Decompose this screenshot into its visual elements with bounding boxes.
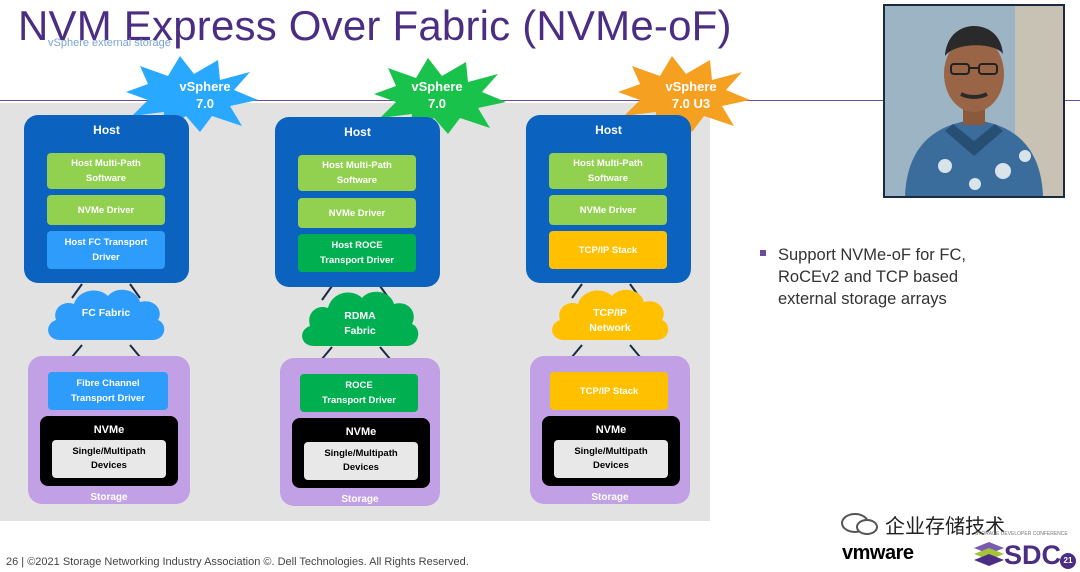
devices-box-col3: Single/Multipath Devices — [554, 440, 668, 478]
host-multipath-software-col2: Host Multi-Path Software — [298, 155, 416, 191]
nvme-title-col1: NVMe — [93, 424, 125, 436]
vsphere-burst-col1 — [126, 56, 258, 132]
host-panel-col2: Host Host Multi-Path Software NVMe Drive… — [275, 117, 440, 287]
storage-label-col1: Storage — [90, 492, 128, 503]
title-divider — [0, 100, 1080, 101]
storage-label-col3: Storage — [591, 492, 629, 503]
storage-transport-driver-col3: TCP/IP Stack — [550, 372, 668, 410]
storage-panel-col1: Fibre Channel Transport Driver NVMe Sing… — [28, 356, 190, 504]
devices-box-col2: Single/Multipath Devices — [304, 442, 418, 480]
storage-panel-col3: TCP/IP Stack NVMe Single/Multipath Devic… — [530, 356, 690, 504]
nvme-panel-col3: NVMe Single/Multipath Devices — [542, 416, 680, 486]
sdc-badge: 21 — [1060, 553, 1076, 569]
footer-copyright: 26 | ©2021 Storage Networking Industry A… — [6, 556, 469, 568]
vsphere-burst-label-col2: vSphere 7.0 — [411, 79, 463, 111]
nvme-title-col2: NVMe — [345, 426, 377, 438]
host-panel-col1: Host Host Multi-Path Software NVMe Drive… — [24, 115, 189, 283]
vsphere-burst-label-col1: vSphere 7.0 — [179, 79, 231, 111]
vsphere-burst-label-col3: vSphere 7.0 U3 — [665, 79, 717, 111]
host-multipath-software-col1: Host Multi-Path Software — [47, 153, 165, 189]
speaker-video-thumbnail — [883, 4, 1065, 198]
sdc-stack-icon — [974, 542, 1004, 566]
host-title-col3: Host — [595, 123, 622, 137]
fabric-cloud-col1 — [48, 289, 165, 340]
nvme-title-col3: NVMe — [595, 424, 627, 436]
host-transport-driver-col1: Host FC Transport Driver — [47, 231, 165, 269]
host-multipath-software-col3: Host Multi-Path Software — [549, 153, 667, 189]
speaker-portrait — [885, 6, 1063, 196]
nvme-driver-col1: NVMe Driver — [47, 195, 165, 225]
watermark-text: 企业存储技术 — [885, 514, 1005, 538]
host-title-col1: Host — [93, 123, 120, 137]
vmware-logo: vmware — [842, 542, 914, 564]
bullet-marker — [760, 250, 766, 256]
devices-box-col1: Single/Multipath Devices — [52, 440, 166, 478]
fabric-label-col2: RDMA Fabric — [344, 310, 376, 337]
sdc-subtitle: STORAGE DEVELOPER CONFERENCE — [975, 531, 1068, 537]
nvme-driver-col2: NVMe Driver — [298, 198, 416, 228]
vsphere-burst-col3 — [618, 56, 750, 132]
storage-transport-driver-col2: ROCE Transport Driver — [300, 374, 418, 412]
nvme-panel-col2: NVMe Single/Multipath Devices — [292, 418, 430, 488]
host-panel-col3: Host Host Multi-Path Software NVMe Drive… — [526, 115, 691, 283]
vsphere-burst-col2 — [374, 58, 506, 134]
fabric-label-col1: FC Fabric — [81, 307, 131, 319]
nvme-panel-col1: NVMe Single/Multipath Devices — [40, 416, 178, 486]
fabric-label-col3: TCP/IP Network — [589, 307, 631, 334]
storage-label-col2: Storage — [341, 494, 379, 505]
bullet-text: Support NVMe-oF for FC, RoCEv2 and TCP b… — [778, 246, 966, 308]
host-transport-driver-col3: TCP/IP Stack — [549, 231, 667, 269]
fabric-cloud-col2 — [302, 291, 419, 346]
nvme-driver-col3: NVMe Driver — [549, 195, 667, 225]
fabric-cloud-col3 — [552, 289, 669, 340]
host-transport-driver-col2: Host ROCE Transport Driver — [298, 234, 416, 272]
wechat-icon — [841, 513, 878, 535]
slide-title: NVM Express Over Fabric (NVMe-oF) — [18, 2, 732, 49]
sdc-logo: SDC — [1004, 540, 1062, 570]
storage-panel-col2: ROCE Transport Driver NVMe Single/Multip… — [280, 358, 440, 506]
slide-subtitle: vSphere external storage — [48, 37, 171, 49]
storage-transport-driver-col1: Fibre Channel Transport Driver — [48, 372, 168, 410]
host-title-col2: Host — [344, 125, 371, 139]
